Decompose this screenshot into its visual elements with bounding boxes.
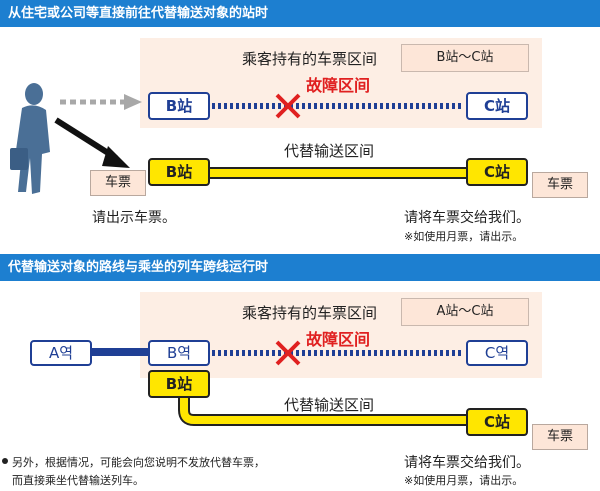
traveler-icon — [10, 83, 50, 194]
section2-footnote-line1: 另外，根据情况，可能会向您说明不发放代替车票， — [12, 456, 265, 469]
section2-faulty-track — [212, 350, 464, 356]
section1-direct-arrow — [60, 94, 142, 110]
section2-alt-route-line — [178, 392, 466, 426]
section2-alt-station-b: B站 — [148, 370, 210, 398]
section1-fault-x-icon — [275, 93, 301, 119]
section2-alt-route-label: 代替输送区间 — [284, 396, 375, 414]
section2-a-b-track — [90, 348, 150, 356]
section2-footnote-line2: 而直接乘坐代替输送列车。 — [12, 474, 144, 487]
section1-alt-route-line — [208, 167, 468, 179]
section1-ticket-right: 车票 — [532, 172, 588, 198]
section2-pass-note: ※如使用月票，请出示。 — [404, 474, 524, 487]
section2-ticket-range-value: A站～C站 — [401, 298, 529, 326]
section1-header: 从住宅或公司等直接前往代替输送对象的站时 — [0, 0, 600, 27]
section1-alt-station-b: B站 — [148, 158, 210, 186]
section1-alt-station-c: C站 — [466, 158, 528, 186]
section1-fault-label: 故障区间 — [306, 76, 371, 95]
section2-hand-ticket: 请将车票交给我们。 — [404, 455, 530, 471]
section1-show-ticket: 请出示车票。 — [92, 210, 176, 226]
section2-footnote-bullet — [2, 458, 8, 464]
section2-station-c: C역 — [466, 340, 528, 366]
section2-ticket-right: 车票 — [532, 424, 588, 450]
section1-ticket-range-label: 乘客持有的车票区间 — [242, 50, 378, 68]
section1-hand-ticket: 请将车票交给我们。 — [404, 210, 530, 226]
section1-faulty-track — [212, 103, 464, 109]
section2-fault-label: 故障区间 — [306, 330, 371, 349]
section1-pass-note: ※如使用月票，请出示。 — [404, 230, 524, 243]
section1-station-b: B站 — [148, 92, 210, 120]
section1-ticket-range-value: B站～C站 — [401, 44, 529, 72]
section2-header: 代替输送对象的路线与乘坐的列车跨线运行时 — [0, 254, 600, 281]
section2-station-a: A역 — [30, 340, 92, 366]
section2-alt-station-c: C站 — [466, 408, 528, 436]
section2-ticket-range-label: 乘客持有的车票区间 — [242, 304, 378, 322]
section1-station-c: C站 — [466, 92, 528, 120]
section2-station-b: B역 — [148, 340, 210, 366]
section1-to-alt-arrow — [54, 117, 130, 168]
section2-fault-x-icon — [275, 340, 301, 366]
section1-alt-route-label: 代替输送区间 — [284, 142, 375, 160]
section1-ticket-left: 车票 — [90, 170, 146, 196]
